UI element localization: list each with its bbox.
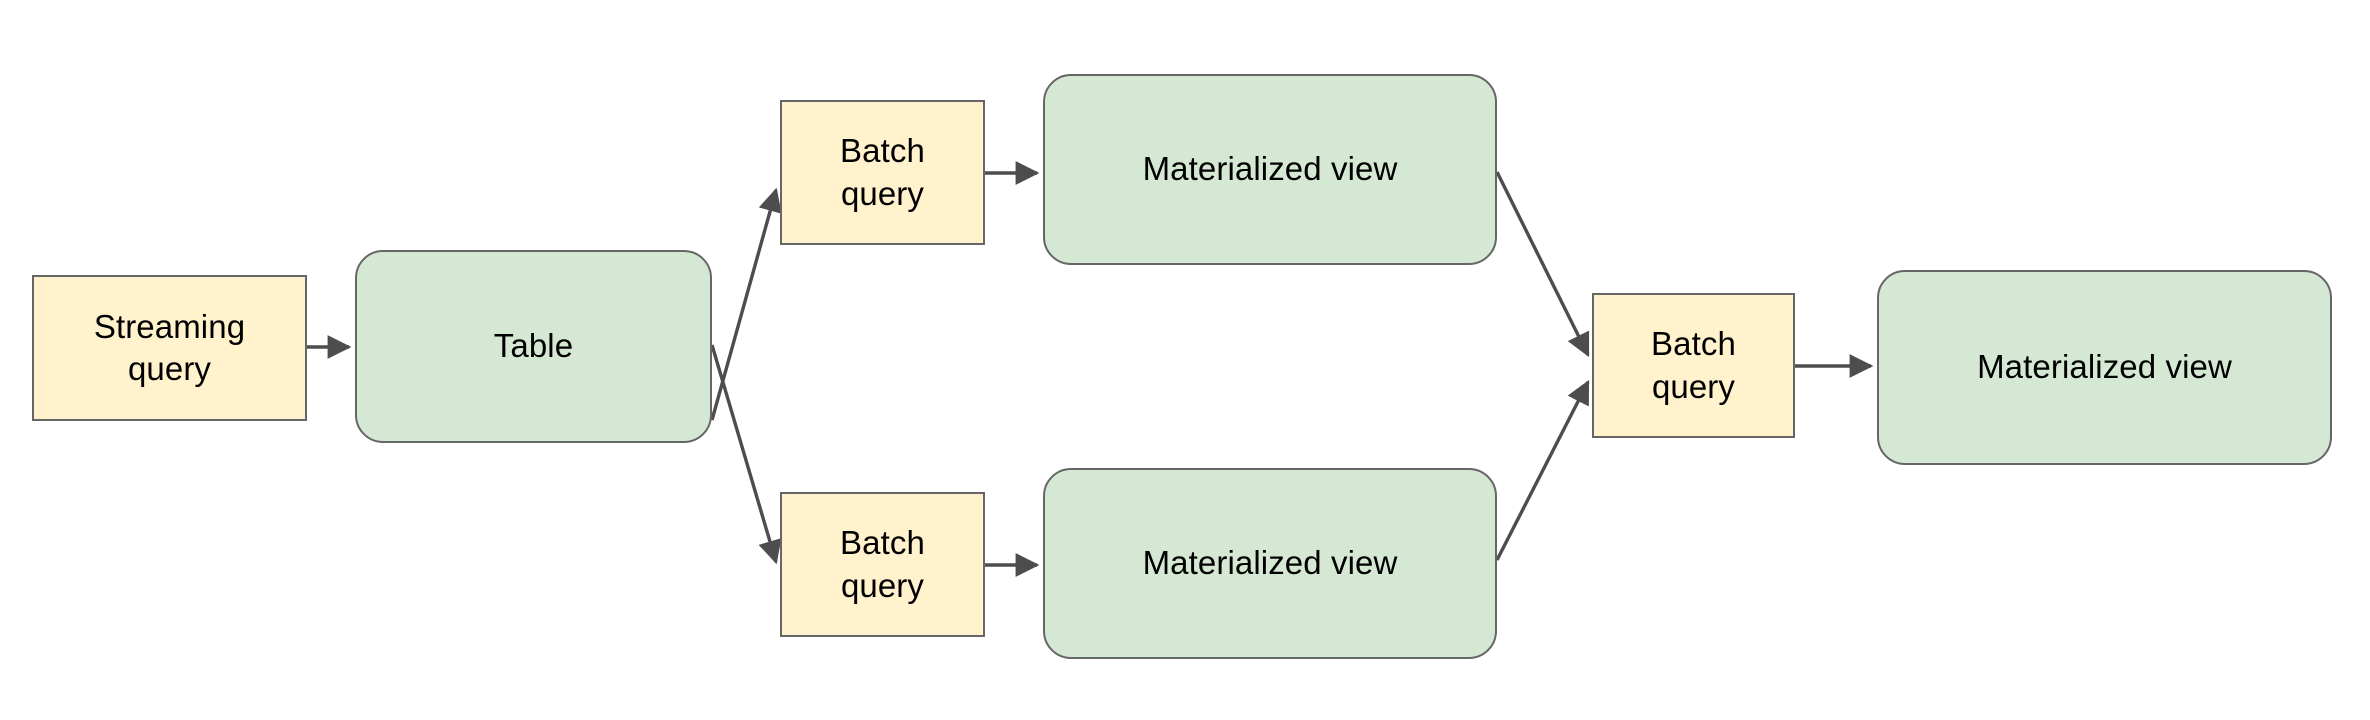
node-batch-query-top-label: Batch query <box>840 132 925 212</box>
node-streaming-query-label: Streaming query <box>93 307 246 387</box>
node-materialized-view-top[interactable]: Materialized view <box>1043 74 1497 265</box>
node-batch-query-join[interactable]: Batch query <box>1592 293 1795 438</box>
edge-table-to-batch-query-top <box>710 187 782 421</box>
node-table-label: Table <box>493 327 574 365</box>
node-materialized-view-bottom-label: Materialized view <box>1142 544 1398 582</box>
edge-materialized-view-bottom-to-batch-query-join <box>1495 379 1590 561</box>
node-batch-query-top[interactable]: Batch query <box>780 100 985 245</box>
node-batch-query-join-label: Batch query <box>1651 325 1736 405</box>
node-materialized-view-bottom[interactable]: Materialized view <box>1043 468 1497 659</box>
node-table[interactable]: Table <box>355 250 712 443</box>
node-materialized-view-final[interactable]: Materialized view <box>1877 270 2332 465</box>
node-batch-query-bottom[interactable]: Batch query <box>780 492 985 637</box>
edge-materialized-view-top-to-batch-query-join <box>1495 171 1590 358</box>
edge-table-to-batch-query-bottom <box>710 344 782 565</box>
node-materialized-view-top-label: Materialized view <box>1142 150 1398 188</box>
node-materialized-view-final-label: Materialized view <box>1977 348 2232 386</box>
node-streaming-query[interactable]: Streaming query <box>32 275 307 421</box>
node-batch-query-bottom-label: Batch query <box>840 524 925 604</box>
